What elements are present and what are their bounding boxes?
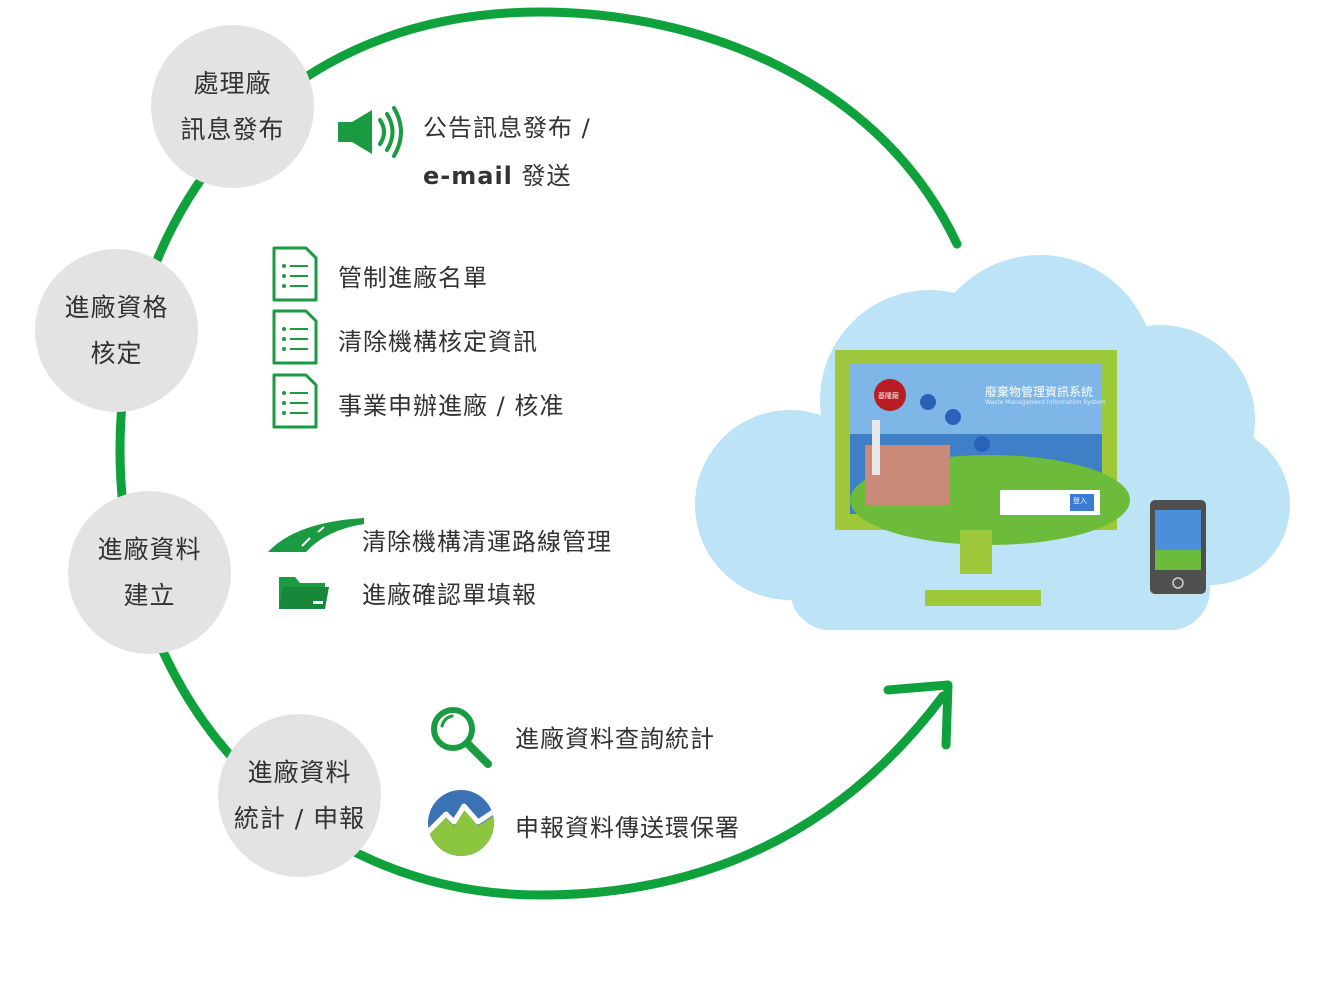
system-subtitle: Waste Management Information System [985,399,1106,406]
node-label-line1: 進廠資料 [247,757,352,787]
email-send-label: e-mail 發送 [423,156,572,191]
road-icon [268,518,364,552]
document-list-icon [272,246,318,302]
data-entry-item: 進廠確認單填報 [362,581,537,609]
node-label-line2: 訊息發布 [180,114,285,144]
login-button[interactable]: 登入 [1073,497,1087,505]
send-label: 發送 [512,162,572,190]
document-list-icon [272,309,318,365]
magnifier-icon [431,707,492,768]
qualification-item: 管制進廠名單 [338,264,488,292]
node-label-line1: 進廠資料 [97,534,202,564]
folder-icon [279,577,329,609]
epa-logo-icon [428,790,494,856]
stats-item: 進廠資料查詢統計 [515,725,715,753]
node-label-line2: 核定 [90,338,143,368]
document-list-icon [272,373,318,429]
announce-label: 公告訊息發布 / [423,114,591,142]
node-label-line2: 統計 / 申報 [233,803,366,833]
speaker-icon [338,106,403,158]
stats-item: 申報資料傳送環保署 [515,814,740,842]
data-entry-item: 清除機構清運路線管理 [362,528,612,556]
node-label-line2: 建立 [123,580,176,610]
system-title: 廢棄物管理資訊系統 [985,385,1094,399]
node-qualification: 進廠資格 核定 [35,249,198,412]
node-message-publish: 處理廠 訊息發布 [151,25,314,188]
qualification-item: 清除機構核定資訊 [338,328,538,356]
node-label-line1: 處理廠 [193,68,272,98]
qualification-item: 事業申辦進廠 / 核准 [338,392,565,420]
node-label-line1: 進廠資格 [64,292,169,322]
system-badge: 基隆廠 [878,392,899,400]
node-data-entry: 進廠資料 建立 [68,491,231,654]
email-label: e-mail [423,162,513,190]
cloud-illustration [695,255,1290,630]
node-stats-report: 進廠資料 統計 / 申報 [218,714,381,877]
